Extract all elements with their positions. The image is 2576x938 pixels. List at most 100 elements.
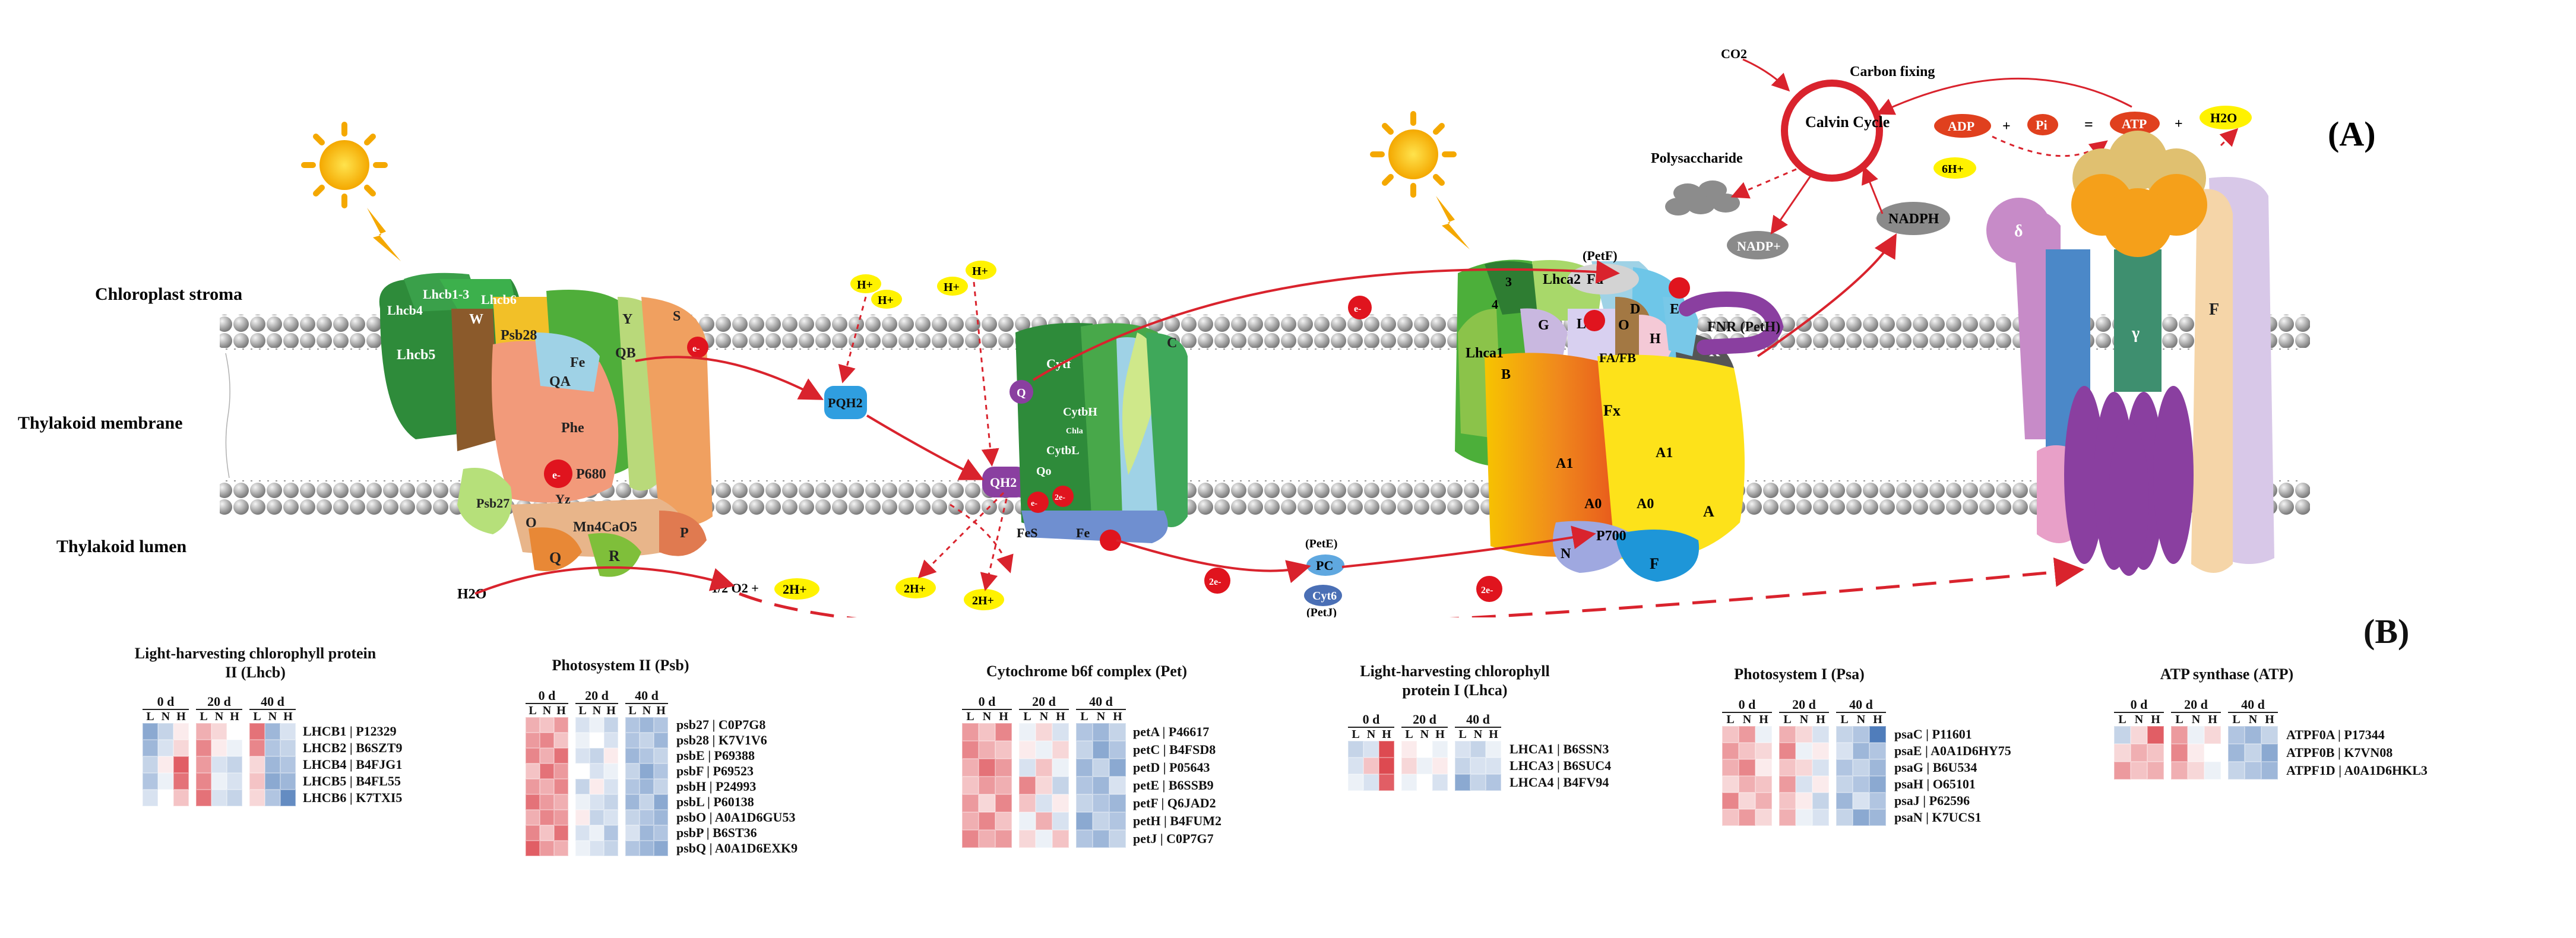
delta-subunit-label: δ <box>2014 222 2023 240</box>
heatmap-cell <box>1076 794 1093 812</box>
heatmap-cell <box>995 723 1012 741</box>
heatmap-cell <box>1348 774 1363 791</box>
heatmap-cell <box>554 763 568 779</box>
heatmap-cell <box>1052 812 1069 830</box>
heatmap-cell <box>1019 759 1036 777</box>
polysaccharide-label: Polysaccharide <box>1651 151 1743 166</box>
plus-symbol: + <box>2002 119 2011 134</box>
heatmap-cell <box>1036 777 1052 794</box>
heatmap-cell <box>604 810 618 825</box>
heatmap-row-label: psb27 | C0P7G8 <box>676 717 766 732</box>
heatmap-cell <box>1755 776 1772 793</box>
atp-synthase: δ γ F <box>1986 131 2274 576</box>
heatmap-sub-label: L <box>1023 710 1031 723</box>
heatmap-cell <box>554 717 568 733</box>
heatmap-cell <box>1812 776 1829 793</box>
heatmap-cell <box>249 773 265 790</box>
heatmap-cell <box>2114 762 2131 779</box>
heatmap-cell <box>158 740 173 756</box>
heatmap-cell <box>1739 809 1755 826</box>
heatmap-sub-label: L <box>628 704 637 717</box>
region-label-stroma: Chloroplast stroma <box>95 284 242 304</box>
heatmap-cell <box>625 717 640 733</box>
oxygen-label: 1/2 O2 + <box>711 581 759 595</box>
lhca4-label: 4 <box>1492 297 1498 312</box>
heatmap-cell <box>265 723 280 740</box>
chla-label: Chla <box>1066 427 1083 436</box>
heatmap-sub-label: H <box>1759 713 1768 726</box>
photosystem-i-complex: (PetF) Fd Lhca2 3 4 Lhca1 G L O D E H K … <box>1455 248 1784 582</box>
heatmap-sub-label: L <box>146 710 154 723</box>
heatmap-cell <box>590 794 604 810</box>
heatmap-cell <box>1036 830 1052 848</box>
heatmap-cell <box>526 794 540 810</box>
heatmap-cell <box>625 810 640 825</box>
photosynthesis-diagram: Chloroplast stroma Thylakoid membrane Th… <box>18 46 2376 617</box>
psi-o-label: O <box>1618 318 1629 333</box>
heatmap-cell <box>1812 759 1829 776</box>
psii-label-qb: QB <box>615 346 636 361</box>
plastoquinone-pool: PQH2 QH2 H+ H+ H+ H+ 2H+ 2H+ <box>824 261 1028 610</box>
heatmap-cell <box>1779 759 1796 776</box>
heatmap-cell <box>526 841 540 856</box>
lhca2-label: Lhca2 <box>1543 272 1581 287</box>
heatmap-cell <box>1755 793 1772 809</box>
heatmap-cell <box>995 741 1012 759</box>
heatmap-cell <box>604 841 618 856</box>
heatmap-cell <box>143 723 158 740</box>
heatmap-sub-label: N <box>592 704 602 717</box>
heatmap-cell <box>575 841 590 856</box>
heatmap-group-label: 20 d <box>1401 712 1448 728</box>
heatmap-cell <box>1486 741 1501 758</box>
plastocyanin: (PetE) PC Cyt6 (PetJ) <box>1304 537 1344 617</box>
heatmap-cell <box>979 741 995 759</box>
water-label: H2O <box>457 587 486 602</box>
sun-icon <box>301 122 401 261</box>
fx-label: Fx <box>1603 402 1621 419</box>
heatmap-row-label: psbF | P69523 <box>676 763 754 778</box>
plus-symbol: + <box>2175 116 2183 132</box>
heatmap-cell <box>590 810 604 825</box>
heatmap-row-label: LHCA4 | B4FV94 <box>1509 775 1609 790</box>
heatmap-sub-label: H <box>1873 713 1882 726</box>
heatmap-group-label: 0 d <box>526 689 568 704</box>
heatmap-cell <box>604 825 618 841</box>
heatmap-cell <box>979 812 995 830</box>
psii-label-psb28: Psb28 <box>501 328 537 343</box>
heatmap-cell <box>604 794 618 810</box>
heatmap-sub-label: L <box>253 710 261 723</box>
qh2-label: QH2 <box>990 475 1017 490</box>
heatmap-row-label: psaG | B6U534 <box>1894 760 1977 775</box>
heatmap-cell <box>249 740 265 756</box>
heatmap-row-label: LHCB5 | B4FL55 <box>303 774 401 788</box>
heatmap-cell <box>1093 794 1109 812</box>
heatmap-cell <box>2171 726 2188 744</box>
heatmap-cell <box>1019 723 1036 741</box>
heatmap-cell <box>1363 741 1379 758</box>
heatmap-cell <box>654 748 668 763</box>
heatmap-title: Light-harvesting chlorophyll protein I (… <box>1360 663 1550 699</box>
heatmap-row-label: psbE | P69388 <box>676 748 755 763</box>
heatmap-cell <box>540 748 554 763</box>
heatmap-cell <box>280 790 296 806</box>
heatmap-cell <box>540 841 554 856</box>
heatmap-group-label: 40 d <box>1836 698 1886 713</box>
heatmap-cell <box>640 779 654 794</box>
heatmap-cell <box>604 763 618 779</box>
pete-label: (PetE) <box>1305 537 1337 550</box>
heatmap-cell <box>1722 726 1739 743</box>
a0-left-label: A0 <box>1584 496 1602 512</box>
panel-label-a: (A) <box>2328 115 2376 153</box>
heatmap-cell <box>1036 794 1052 812</box>
heatmap-row-label: LHCB6 | K7TXI5 <box>303 790 403 805</box>
heatmap-sub-label: N <box>161 710 170 723</box>
heatmap-cell <box>2171 744 2188 762</box>
heatmap-cell <box>2131 726 2147 744</box>
